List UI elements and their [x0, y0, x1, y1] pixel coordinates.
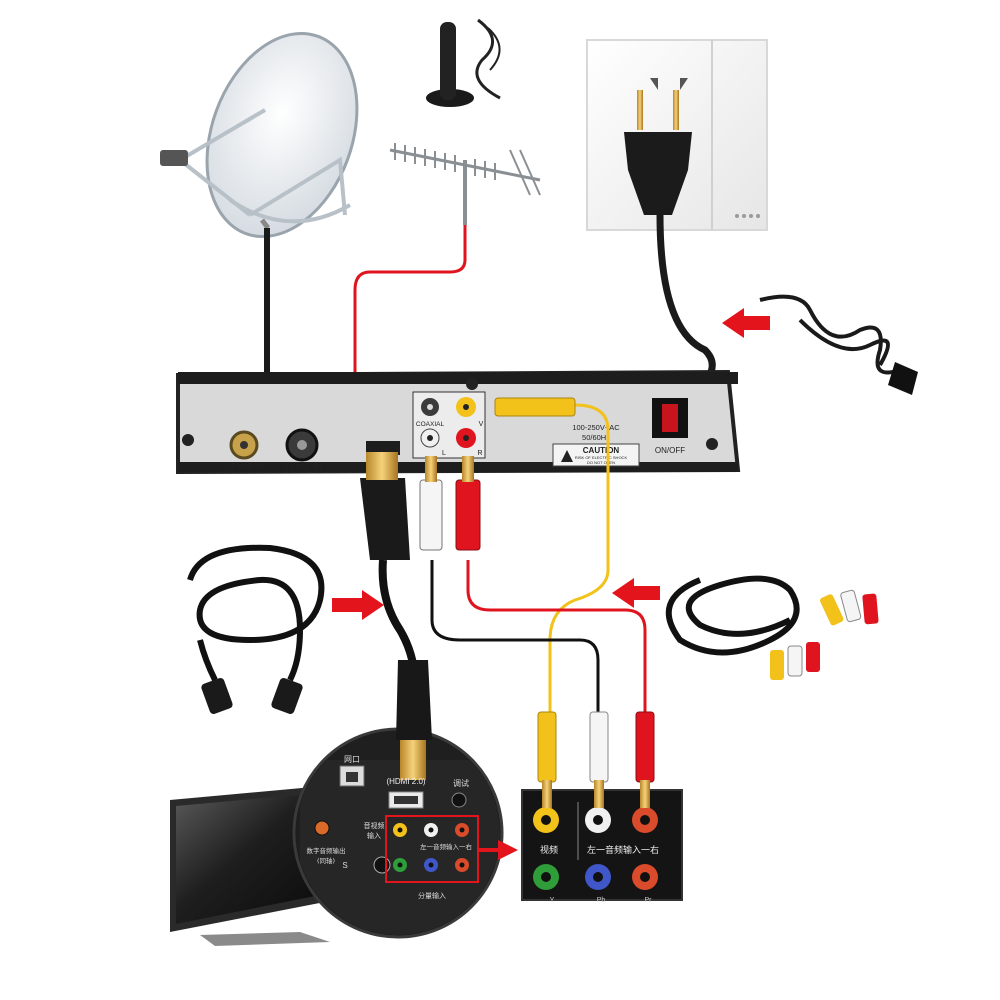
rca-jack-panel: [521, 789, 683, 901]
caution-line1: RISK OF ELECTRIC SHOCK: [575, 455, 628, 460]
audio-right-port[interactable]: [456, 428, 476, 448]
zoom-video-label: 视频: [540, 844, 558, 856]
coaxial-port[interactable]: [421, 398, 439, 416]
arrow-power-cord: [722, 308, 770, 338]
power-cord-icon: [759, 294, 918, 395]
debug-port[interactable]: [451, 792, 467, 808]
tv-back-panel-zoom: [292, 660, 504, 939]
digital-audio-label-1: 数字音频输出: [307, 846, 346, 855]
av-input-label-2: 输入: [367, 831, 381, 840]
t2-ant-port[interactable]: [285, 428, 319, 462]
digital-audio-label-2: (同轴): [317, 856, 335, 865]
yellow-video-cable: [548, 403, 610, 715]
power-rating-1: 100-250V~AC: [572, 423, 620, 432]
audio-left-port[interactable]: [420, 428, 440, 448]
tv-av-jacks[interactable]: [393, 823, 469, 872]
right-letter: R: [477, 450, 482, 457]
power-plug-icon: [624, 90, 692, 215]
s-port[interactable]: [373, 856, 391, 874]
left-letter: L: [442, 450, 446, 457]
av-input-label-1: 音视频: [364, 821, 385, 830]
hdmi-version-label: (HDMI 2.0): [386, 777, 425, 786]
audio-in-label: 左一音频输入一右: [420, 842, 473, 851]
video-letter: V: [479, 421, 484, 428]
outdoor-antenna-icon: [389, 143, 541, 225]
s2-lnb-label: S2 LNB IN: [225, 462, 263, 471]
zoom-audio-label: 左一音频输入一右: [587, 844, 659, 856]
onoff-label: ON/OFF: [655, 446, 685, 455]
rca-plugs: [537, 711, 655, 808]
pr-label: Pr: [645, 897, 653, 904]
satellite-dish-icon: [160, 31, 359, 239]
hdmi-cable-icon: [187, 544, 325, 715]
warning-icon: [561, 450, 573, 462]
receiver-rear-panel: [176, 369, 741, 475]
hdmi-port[interactable]: [366, 441, 400, 455]
y-label: Y: [550, 897, 555, 904]
caution-title: CAUTION: [583, 446, 620, 455]
power-switch[interactable]: [652, 398, 688, 438]
s2-lnb-port[interactable]: [229, 430, 259, 460]
t2-ant-label: T2 ANT IN: [284, 462, 321, 471]
arrow-rca: [612, 578, 660, 608]
component-label: 分量输入: [418, 891, 446, 900]
video-port[interactable]: [456, 397, 476, 417]
digital-audio-port[interactable]: [314, 820, 330, 836]
debug-label: 调试: [453, 778, 469, 788]
red-audio-cable: [466, 560, 647, 712]
rca-cable-icon: [665, 575, 879, 680]
power-rating-2: 50/60Hz: [582, 433, 610, 442]
white-audio-cable: [430, 560, 600, 712]
caution-line2: DO NOT OPEN: [587, 460, 615, 465]
pb-label: Pb: [597, 897, 606, 904]
coaxial-label: COAXIAL: [416, 421, 445, 428]
network-label: 网口: [344, 755, 360, 764]
arrow-hdmi: [332, 590, 384, 620]
s-label: S: [342, 861, 347, 870]
indoor-antenna-icon: [426, 18, 501, 107]
arrow-to-jack-panel: [478, 840, 518, 860]
